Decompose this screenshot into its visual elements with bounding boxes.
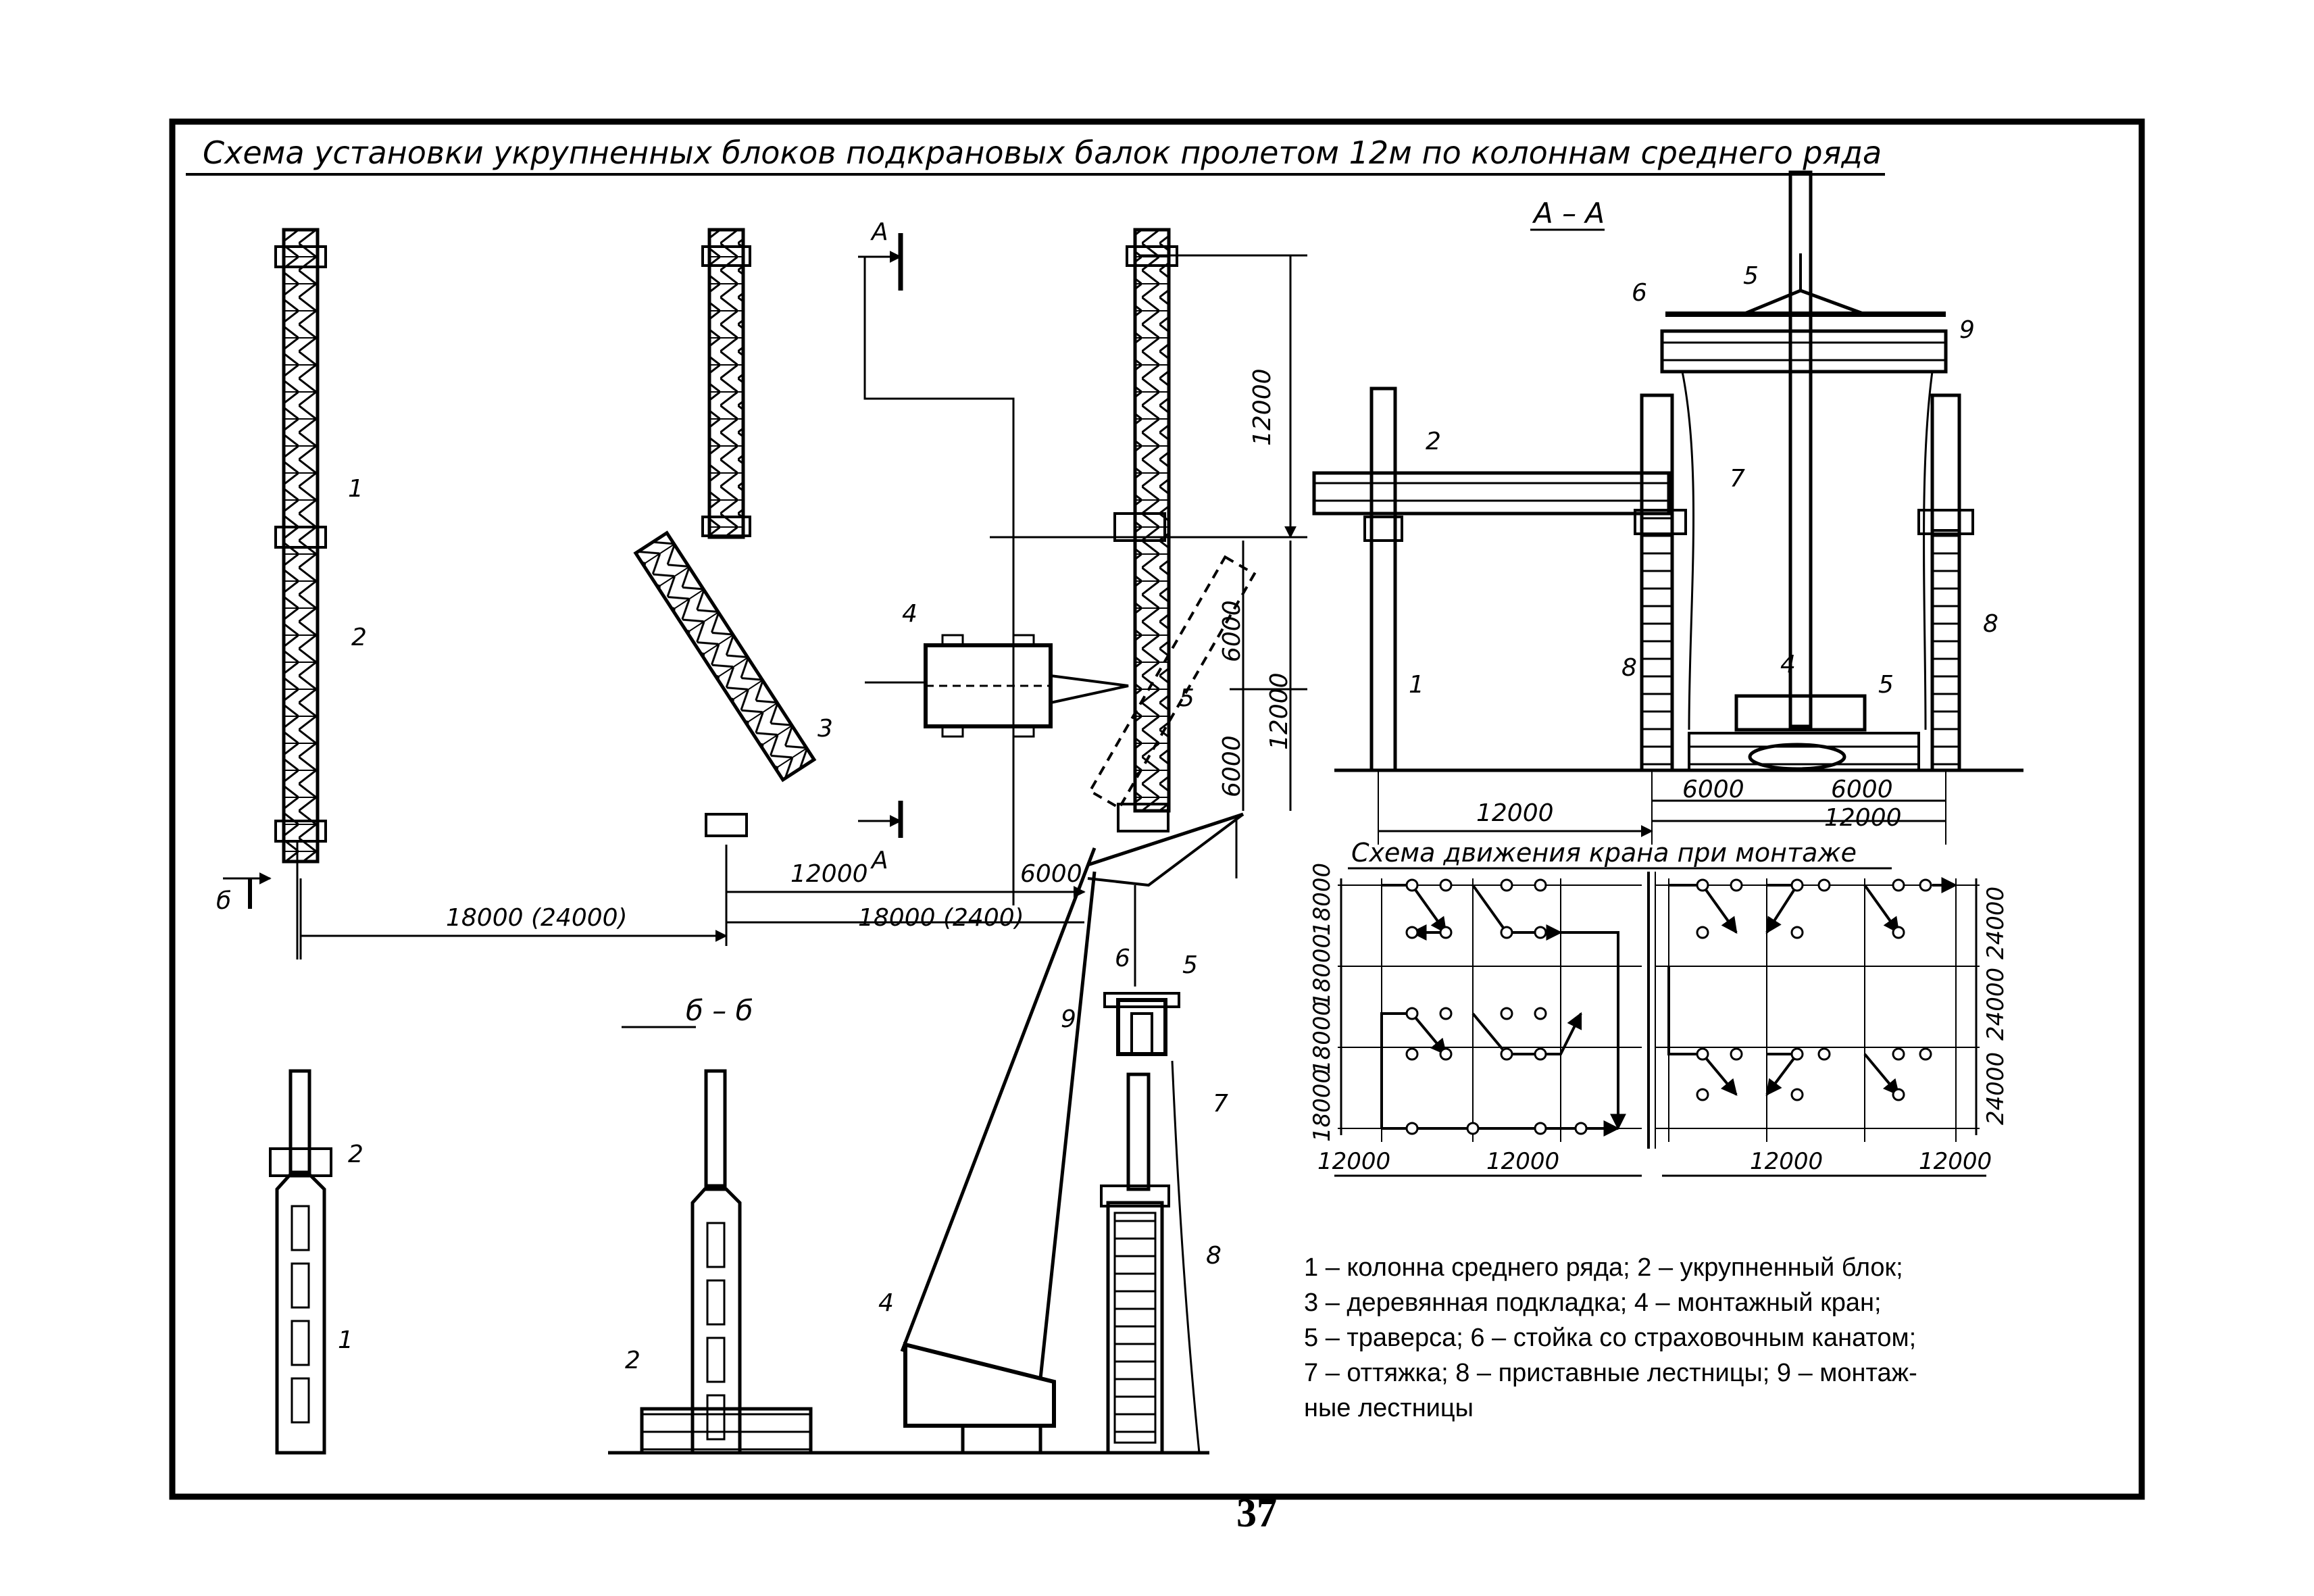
aa-crane-boom xyxy=(1788,170,1813,728)
bb-callout-8: 8 xyxy=(1206,1242,1222,1270)
scheme-dim-bottom-2: 12000 xyxy=(1486,1148,1559,1175)
section-bb xyxy=(269,812,1244,1455)
aa-callout-6: 6 xyxy=(1632,279,1647,307)
plan-dim-6000-c: 6000 xyxy=(1020,860,1082,888)
plan-callout-2: 2 xyxy=(351,624,367,651)
plan-dim-12000-right: 12000 xyxy=(1265,672,1293,750)
scheme-dim-right-1: 24000 xyxy=(1982,887,2009,959)
crane-scheme xyxy=(1334,872,1986,1177)
plan-labels: 12000 6000 12000 6000 6000 18000 (24000)… xyxy=(216,218,1293,932)
plan-dim-6000-a: 6000 xyxy=(1218,600,1246,662)
aa-callout-4: 4 xyxy=(1780,651,1796,678)
aa-crane-beam xyxy=(1312,471,1671,516)
legend-line-1: 1 – колонна среднего ряда; 2 – укрупненн… xyxy=(1304,1253,1903,1282)
aa-lifted-block xyxy=(1660,329,1948,374)
plan-dim-18000-24000: 18000 (24000) xyxy=(446,904,628,932)
plan-view xyxy=(223,228,1307,959)
crane-scheme-title: Схема движения крана при монтаже xyxy=(1351,838,1857,868)
aa-dim-6000-b: 6000 xyxy=(1831,776,1893,803)
aa-callout-8-a: 8 xyxy=(1621,654,1637,682)
truss-block-left xyxy=(282,228,320,864)
aa-callout-8-b: 8 xyxy=(1983,610,1998,638)
aa-dim-12000-b: 12000 xyxy=(1824,804,1902,832)
plan-callout-3: 3 xyxy=(818,715,833,743)
sheet-frame xyxy=(169,118,2145,1500)
aa-callout-7: 7 xyxy=(1730,465,1745,493)
legend-line-5: ные лестницы xyxy=(1304,1394,1474,1422)
legend: 1 – колонна среднего ряда; 2 – укрупненн… xyxy=(1304,1250,2142,1426)
bb-callout-9: 9 xyxy=(1061,1005,1076,1033)
plan-cut-b: б xyxy=(216,887,231,915)
plan-callout-1: 1 xyxy=(348,475,363,503)
scheme-dim-left-2: 18000 xyxy=(1309,934,1336,1007)
bb-title: б – б xyxy=(686,994,753,1027)
plan-callout-5: 5 xyxy=(1179,684,1194,712)
bb-callout-2-b: 2 xyxy=(625,1347,640,1374)
plan-callout-4: 4 xyxy=(902,600,917,628)
scheme-dim-bottom-3: 12000 xyxy=(1750,1148,1823,1175)
truss-block-inclined xyxy=(633,530,817,782)
aa-title: А – А xyxy=(1532,197,1605,230)
bb-callout-5: 5 xyxy=(1182,951,1198,979)
aa-dim-12000: 12000 xyxy=(1476,799,1554,827)
section-aa-labels: А – А 12000 6000 6000 12000 1 2 4 5 5 6 … xyxy=(1409,197,1998,832)
scheme-dim-bottom-4: 12000 xyxy=(1919,1148,1992,1175)
aa-callout-5-low: 5 xyxy=(1878,671,1894,699)
scheme-dim-left-1: 18000 xyxy=(1309,863,1336,936)
legend-line-4: 7 – оттяжка; 8 – приставные лестницы; 9 … xyxy=(1304,1359,1917,1387)
bb-callout-2-a: 2 xyxy=(348,1141,363,1168)
bb-callout-4: 4 xyxy=(878,1289,894,1317)
plan-cut-a-top: А xyxy=(870,218,888,246)
scheme-dim-bottom-1: 12000 xyxy=(1317,1148,1390,1175)
scheme-dim-right-3: 24000 xyxy=(1982,1052,2009,1125)
legend-line-2: 3 – деревянная подкладка; 4 – монтажный … xyxy=(1304,1289,1882,1317)
truss-block-right xyxy=(1133,228,1171,813)
plan-cut-a-bottom: А xyxy=(870,847,888,874)
section-aa xyxy=(1312,170,2023,845)
truss-block-middle xyxy=(707,228,745,539)
aa-callout-5-top: 5 xyxy=(1743,262,1759,290)
aa-callout-2: 2 xyxy=(1426,428,1441,455)
scheme-dim-left-4: 18000 xyxy=(1309,1069,1336,1142)
aa-callout-9: 9 xyxy=(1959,316,1975,344)
aa-callout-1: 1 xyxy=(1409,671,1424,699)
legend-line-3: 5 – траверса; 6 – стойка со страховочным… xyxy=(1304,1324,1917,1352)
svg-text:12000: 12000 xyxy=(790,860,868,888)
section-bb-labels: б – б 1 2 2 4 5 6 7 8 9 xyxy=(338,945,1228,1374)
plan-dim-18000-2400: 18000 (2400) xyxy=(858,904,1024,932)
sheet-title: Схема установки укрупненных блоков подкр… xyxy=(203,134,1882,171)
aa-dim-6000-a: 6000 xyxy=(1682,776,1744,803)
bb-callout-7: 7 xyxy=(1213,1090,1228,1118)
scheme-dim-right-2: 24000 xyxy=(1982,968,2009,1041)
crane-scheme-labels: Схема движения крана при монтаже 18000 1… xyxy=(1309,838,2009,1175)
aa-column-left xyxy=(1369,386,1397,772)
bb-callout-6: 6 xyxy=(1115,945,1130,972)
page-number: 37 xyxy=(1236,1491,1277,1535)
aa-crane-body xyxy=(1734,694,1867,732)
plan-dim-6000-b: 6000 xyxy=(1218,735,1246,797)
bb-callout-1: 1 xyxy=(338,1326,353,1354)
plan-dim-12000-top: 12000 xyxy=(1249,368,1276,446)
scheme-dim-left-3: 18000 xyxy=(1309,1001,1336,1074)
